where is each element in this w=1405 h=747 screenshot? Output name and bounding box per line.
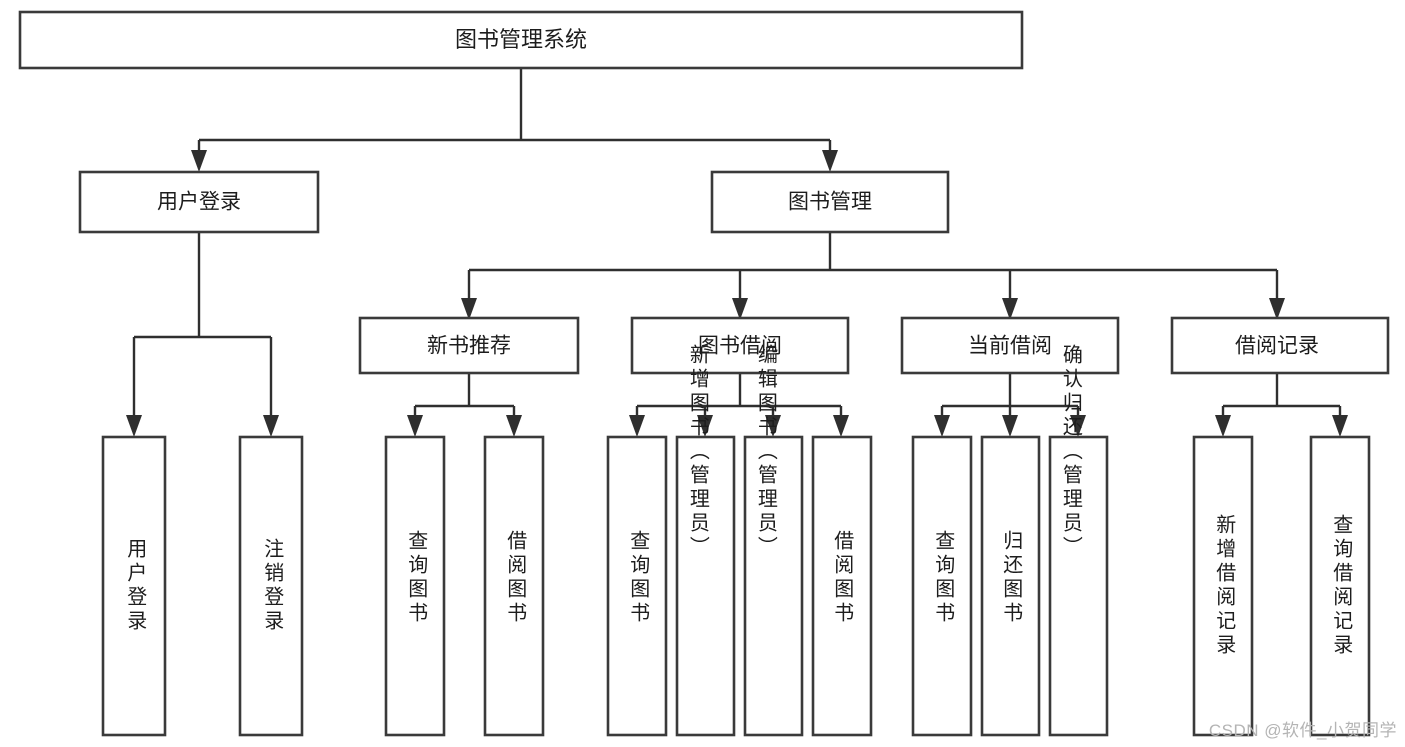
node-leaf-add-book-label: 新增图书（管理员） [686, 344, 709, 560]
node-leaf-add-book-box[interactable] [675, 435, 736, 737]
arrow-head-leaf-borrow-book-1 [506, 415, 522, 437]
node-book-manage-box[interactable] [710, 170, 950, 234]
node-leaf-query-book-1-label: 查询图书 [405, 530, 428, 626]
node-leaf-query-book-3-box[interactable] [911, 435, 973, 737]
node-leaf-borrow-book-2-label: 借阅图书 [831, 530, 854, 626]
arrow-head-book-manage [822, 150, 838, 172]
node-leaf-borrow-book-1-label: 借阅图书 [504, 530, 527, 626]
connector-user-login-to-leaves [126, 232, 279, 437]
arrow-head-current-borrow [1002, 298, 1018, 320]
node-leaf-query-book-2[interactable]: 查询图书 [606, 435, 668, 737]
node-leaf-return-book[interactable]: 归还图书 [980, 435, 1041, 737]
node-leaf-confirm-return[interactable]: 确认归还（管理员） [1048, 344, 1109, 737]
node-root-box[interactable] [18, 10, 1024, 70]
node-leaf-user-login-box[interactable] [101, 435, 167, 737]
node-leaf-query-book-3[interactable]: 查询图书 [911, 435, 973, 737]
arrow-head-leaf-user-login [126, 415, 142, 437]
node-book-manage[interactable]: 图书管理 [710, 170, 950, 234]
node-leaf-query-book-1[interactable]: 查询图书 [384, 435, 446, 737]
arrow-head-leaf-borrow-book-2 [833, 415, 849, 437]
node-leaf-confirm-return-label: 确认归还（管理员） [1059, 344, 1082, 560]
node-leaf-confirm-return-box[interactable] [1048, 435, 1109, 737]
arrow-head-leaf-query-book-3 [934, 415, 950, 437]
node-book-manage-label: 图书管理 [788, 191, 872, 214]
connector-borrow-record-to-leaves [1215, 373, 1348, 437]
node-leaf-query-book-1-box[interactable] [384, 435, 446, 737]
node-user-login-box[interactable] [78, 170, 320, 234]
arrow-head-leaf-query-book-2 [629, 415, 645, 437]
node-borrow-record-label: 借阅记录 [1235, 335, 1319, 358]
node-new-book-recommend[interactable]: 新书推荐 [358, 316, 580, 375]
node-book-borrow-box[interactable] [630, 316, 850, 375]
connector-book-manage-to-level3 [461, 232, 1285, 320]
node-leaf-query-record[interactable]: 查询借阅记录 [1309, 435, 1371, 737]
node-user-login[interactable]: 用户登录 [78, 170, 320, 234]
arrow-head-book-borrow [732, 298, 748, 320]
node-user-login-label: 用户登录 [157, 191, 241, 214]
node-leaf-return-book-label: 归还图书 [1000, 530, 1023, 626]
node-leaf-add-record-box[interactable] [1192, 435, 1254, 737]
node-root[interactable]: 图书管理系统 [18, 10, 1024, 70]
node-leaf-edit-book[interactable]: 编辑图书（管理员） [743, 344, 804, 737]
node-leaf-borrow-book-1[interactable]: 借阅图书 [483, 435, 545, 737]
node-leaf-query-book-2-box[interactable] [606, 435, 668, 737]
connector-book-borrow-to-leaves [629, 373, 849, 437]
node-new-book-recommend-box[interactable] [358, 316, 580, 375]
arrow-head-leaf-return-book [1002, 415, 1018, 437]
node-leaf-logout-login-label: 注销登录 [261, 538, 284, 634]
node-leaf-user-login-label: 用户登录 [124, 538, 147, 634]
arrow-head-borrow-record [1269, 298, 1285, 320]
node-leaf-query-book-3-label: 查询图书 [932, 530, 955, 626]
node-leaf-logout-login[interactable]: 注销登录 [238, 435, 304, 737]
connector-current-borrow-to-leaves [934, 373, 1086, 437]
node-new-book-recommend-label: 新书推荐 [427, 335, 511, 358]
node-leaf-borrow-book-2[interactable]: 借阅图书 [811, 435, 873, 737]
node-current-borrow-box[interactable] [900, 316, 1120, 375]
node-leaf-query-record-box[interactable] [1309, 435, 1371, 737]
node-book-borrow[interactable]: 图书借阅 [630, 316, 850, 375]
arrow-head-leaf-logout-login [263, 415, 279, 437]
node-book-borrow-label: 图书借阅 [698, 335, 782, 358]
arrow-head-leaf-add-book [697, 415, 713, 437]
node-leaf-add-record[interactable]: 新增借阅记录 [1192, 435, 1254, 737]
node-leaf-query-record-label: 查询借阅记录 [1330, 514, 1353, 658]
arrow-head-leaf-add-record [1215, 415, 1231, 437]
arrow-head-leaf-edit-book [765, 415, 781, 437]
node-borrow-record[interactable]: 借阅记录 [1170, 316, 1390, 375]
node-leaf-user-login[interactable]: 用户登录 [101, 435, 167, 737]
connector-root-to-level2 [191, 68, 838, 172]
node-current-borrow[interactable]: 当前借阅 [900, 316, 1120, 375]
node-leaf-logout-login-box[interactable] [238, 435, 304, 737]
arrow-head-user-login [191, 150, 207, 172]
node-leaf-return-book-box[interactable] [980, 435, 1041, 737]
node-current-borrow-label: 当前借阅 [968, 335, 1052, 358]
node-root-label: 图书管理系统 [455, 27, 587, 52]
node-borrow-record-box[interactable] [1170, 316, 1390, 375]
node-leaf-borrow-book-1-box[interactable] [483, 435, 545, 737]
connector-new-book-recommend-to-leaves [407, 373, 522, 437]
node-leaf-add-book[interactable]: 新增图书（管理员） [675, 344, 736, 737]
node-leaf-add-record-label: 新增借阅记录 [1213, 514, 1236, 658]
node-leaf-query-book-2-label: 查询图书 [627, 530, 650, 626]
arrow-head-new-book-recommend [461, 298, 477, 320]
node-leaf-borrow-book-2-box[interactable] [811, 435, 873, 737]
arrow-head-leaf-query-record [1332, 415, 1348, 437]
arrow-head-leaf-confirm-return [1070, 415, 1086, 437]
arrow-head-leaf-query-book-1 [407, 415, 423, 437]
csdn-watermark: CSDN @软件_小贺同学 [1208, 721, 1397, 740]
node-leaf-edit-book-label: 编辑图书（管理员） [754, 344, 777, 560]
node-leaf-edit-book-box[interactable] [743, 435, 804, 737]
